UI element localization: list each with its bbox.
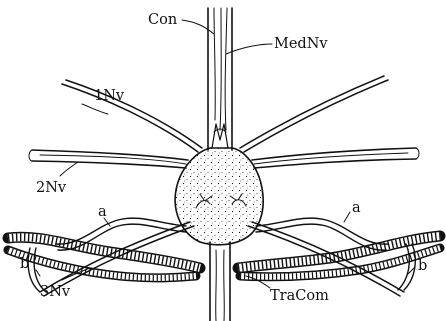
label-b-right: b [418,258,427,274]
label-tracom: TraCom [270,288,329,304]
label-a-left: a [98,204,107,220]
label-con: Con [148,12,177,28]
label-3nv: 3Nv [40,284,71,300]
label-a-right: a [352,200,361,216]
label-1nv: 1Nv [94,88,125,104]
label-mednv: MedNv [274,36,328,52]
label-2nv: 2Nv [36,180,67,196]
label-b-left: b [20,256,29,272]
